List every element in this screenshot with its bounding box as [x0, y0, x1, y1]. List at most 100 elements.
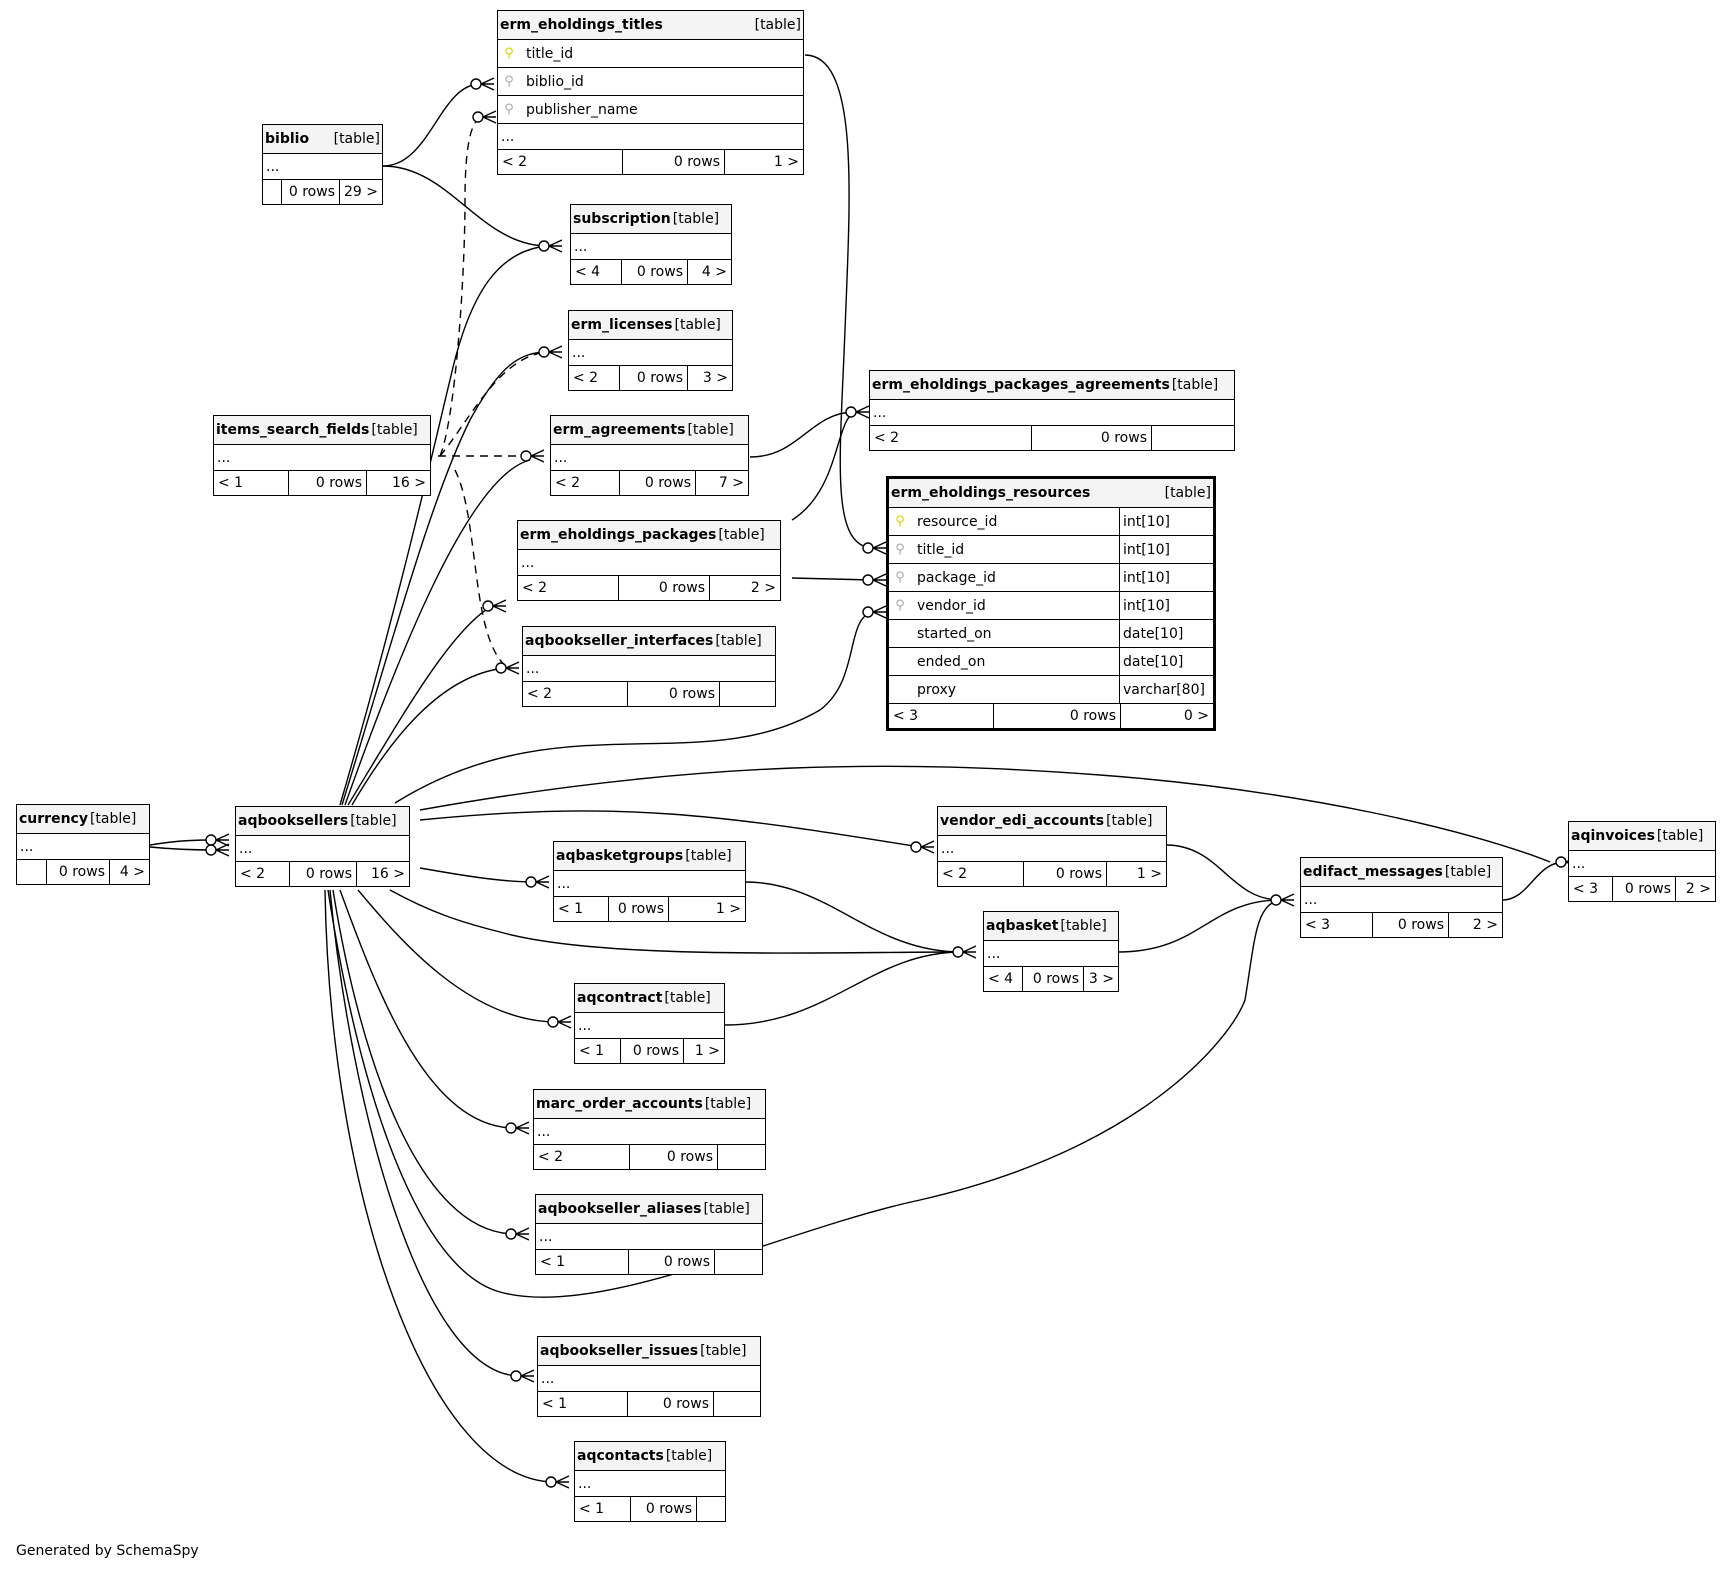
column-row[interactable]: ⚲title_id — [498, 40, 803, 68]
edge-booksellers-issues — [329, 889, 521, 1377]
optional-marker-icon — [862, 542, 874, 554]
edge-booksellers-interfaces — [351, 667, 506, 806]
children-link[interactable]: 1 > — [773, 154, 799, 170]
parents-link[interactable]: < 3 — [889, 704, 994, 728]
parents-link[interactable]: < 1 — [575, 1039, 621, 1063]
optional-marker-icon — [538, 346, 550, 358]
crows-foot-icon — [480, 77, 495, 91]
parents-link[interactable]: < 2 — [551, 471, 620, 495]
table-erm-eholdings-resources[interactable]: erm_eholdings_resources[table] ⚲resource… — [886, 476, 1216, 731]
crows-foot-icon — [515, 1227, 530, 1241]
children-link[interactable]: 1 > — [715, 901, 741, 917]
parents-link[interactable]: < 4 — [984, 967, 1023, 991]
parents-link[interactable]: < 4 — [571, 260, 622, 284]
parents-link[interactable]: < 1 — [536, 1250, 629, 1274]
column-row[interactable]: ⚲publisher_name — [498, 96, 803, 124]
children-link[interactable]: 3 > — [1088, 971, 1114, 987]
parents-link[interactable]: < 2 — [938, 862, 1024, 886]
children-link[interactable]: 0 > — [1183, 708, 1209, 724]
children-link[interactable]: 16 > — [392, 475, 426, 491]
edge-booksellers-basketgroups — [419, 867, 536, 883]
column-row[interactable]: ⚲biblio_id — [498, 68, 803, 96]
children-link[interactable]: 2 > — [1685, 881, 1711, 897]
parents-link[interactable]: < 3 — [1569, 877, 1613, 901]
table-erm-eholdings-titles[interactable]: erm_eholdings_titles[table] ⚲title_id ⚲b… — [497, 10, 804, 175]
parents-link[interactable]: < 3 — [1301, 913, 1373, 937]
parents-link[interactable] — [263, 180, 282, 204]
table-kind: [table] — [665, 1448, 713, 1464]
parents-link[interactable]: < 1 — [538, 1392, 628, 1416]
table-name: marc_order_accounts — [536, 1096, 703, 1112]
foreign-key-icon: ⚲ — [895, 570, 905, 585]
edge-booksellers-aqcontract — [357, 889, 558, 1023]
optional-marker-icon — [505, 1228, 517, 1240]
parents-link[interactable]: < 2 — [523, 682, 628, 706]
crows-foot-icon — [515, 1121, 530, 1135]
children-link[interactable] — [718, 1145, 765, 1169]
children-link[interactable]: 1 > — [694, 1043, 720, 1059]
table-erm-eholdings-packages-agreements[interactable]: erm_eholdings_packages_agreements[table]… — [869, 370, 1235, 451]
row-count: 0 rows — [1023, 967, 1084, 991]
children-link[interactable] — [714, 1392, 760, 1416]
children-link[interactable]: 29 > — [344, 184, 378, 200]
children-link[interactable]: 1 > — [1136, 866, 1162, 882]
children-link[interactable]: 4 > — [119, 864, 145, 880]
table-kind: [table] — [1164, 485, 1211, 501]
parents-link[interactable]: < 2 — [569, 366, 620, 390]
crows-foot-icon — [855, 405, 870, 419]
row-count: 0 rows — [629, 1250, 715, 1274]
parents-link[interactable]: < 2 — [236, 862, 290, 886]
parents-link[interactable]: < 1 — [575, 1497, 631, 1521]
children-link[interactable]: 16 > — [371, 866, 405, 882]
children-link[interactable] — [697, 1497, 725, 1521]
column-type: int[10] — [1119, 536, 1213, 563]
children-link[interactable]: 4 > — [701, 264, 727, 280]
more-columns: ... — [236, 836, 409, 862]
parents-link[interactable]: < 1 — [554, 897, 609, 921]
parents-link[interactable]: < 2 — [518, 576, 619, 600]
children-link[interactable]: 2 > — [1472, 917, 1498, 933]
parents-link[interactable] — [17, 860, 47, 884]
parents-link[interactable]: < 1 — [214, 471, 289, 495]
edge-booksellers-contacts — [324, 889, 556, 1483]
children-link[interactable]: 2 > — [750, 580, 776, 596]
row-count: 0 rows — [628, 682, 720, 706]
parents-link[interactable]: < 2 — [498, 150, 623, 174]
children-link[interactable]: 7 > — [718, 475, 744, 491]
parents-link[interactable]: < 2 — [870, 426, 1032, 450]
children-link[interactable] — [720, 682, 775, 706]
parents-link[interactable]: < 2 — [534, 1145, 630, 1169]
children-link[interactable] — [1152, 426, 1234, 450]
table-name: erm_licenses — [571, 317, 673, 333]
children-link[interactable] — [715, 1250, 762, 1274]
table-kind: [table] — [1106, 813, 1153, 829]
table-name: aqbasket — [986, 918, 1059, 934]
children-link[interactable]: 3 > — [702, 370, 728, 386]
